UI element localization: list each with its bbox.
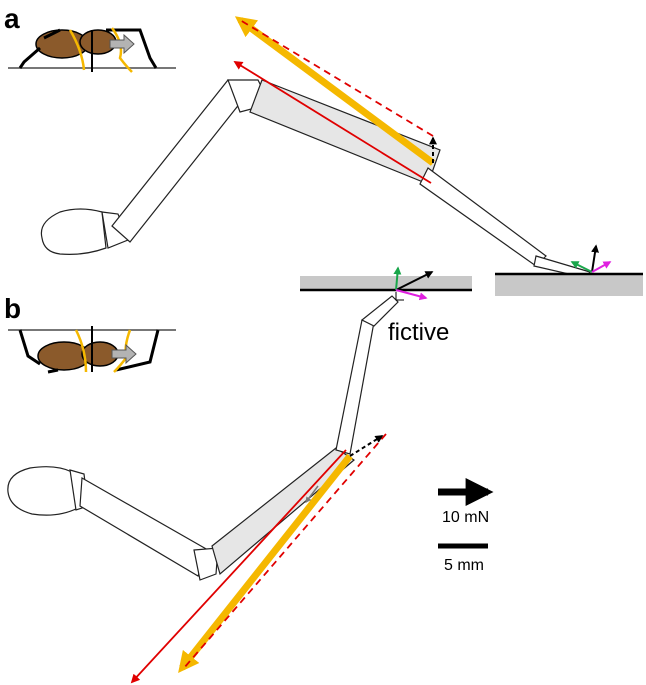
panel-a-letter: a — [4, 3, 20, 34]
spider-icon-b — [8, 326, 176, 374]
fictive-label: fictive — [388, 319, 449, 346]
panel-b: b — [4, 266, 472, 684]
tarsal-normal-arrow-a — [591, 244, 599, 273]
leg-b-patella — [193, 547, 219, 581]
red-dashed-line-a — [239, 19, 434, 137]
substrate-b — [300, 276, 472, 290]
spider-icon-a — [8, 27, 176, 73]
leg-a-metatarsus — [419, 167, 547, 267]
scale-bars: 10 mN 5 mm — [438, 478, 494, 574]
substrate-a — [495, 274, 643, 296]
leg-b-tarsus — [360, 295, 399, 327]
leg-b-tibia — [211, 447, 355, 576]
right-angle-marker-b — [395, 292, 404, 301]
panel-a: a — [4, 3, 643, 296]
force-scale-label: 10 mN — [442, 509, 489, 526]
leg-a-femur — [111, 79, 254, 243]
red-force-arrow-b — [130, 449, 347, 684]
tarsal-green-arrow-a — [570, 261, 593, 273]
grey-chevron-b — [305, 485, 319, 503]
leg-b — [7, 295, 399, 581]
leg-b-coxa — [7, 466, 79, 516]
leg-b-metatarsus — [335, 319, 375, 455]
leg-a-coxa — [40, 208, 107, 255]
black-dashed-arrow-b — [349, 435, 384, 457]
red-force-arrow-a — [233, 61, 432, 184]
length-scale-label: 5 mm — [444, 557, 484, 574]
leg-a — [40, 79, 591, 279]
panel-b-letter: b — [4, 293, 21, 324]
leg-b-femur — [79, 477, 209, 577]
tarsal-green-arrow-b — [393, 266, 402, 291]
orange-force-arrow-b — [178, 453, 353, 673]
red-dashed-line-b — [183, 433, 387, 669]
tarsal-magenta-arrow-a — [591, 261, 612, 273]
orange-force-arrow-a — [234, 16, 436, 166]
tarsal-magenta-arrow-b — [395, 289, 428, 301]
tarsal-black-arrow-b — [395, 271, 434, 291]
